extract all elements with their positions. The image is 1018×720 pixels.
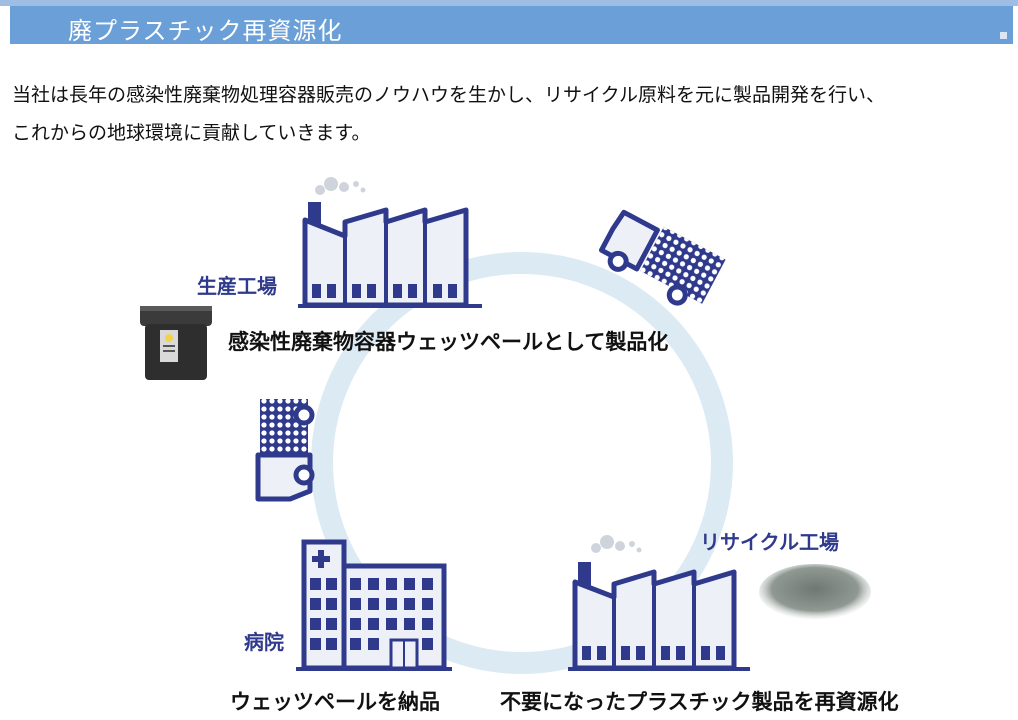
- production-factory-icon: [298, 177, 482, 308]
- waste-container-icon: [140, 306, 212, 380]
- header-corner-mark: [1000, 32, 1007, 39]
- hospital-label: 病院: [244, 630, 284, 654]
- section-header: 廃プラスチック再資源化: [10, 6, 1013, 45]
- intro-line-2: これからの地球環境に貢献していきます。: [12, 122, 371, 144]
- recycle-factory-icon: [568, 535, 750, 671]
- production-factory-label: 生産工場: [197, 274, 277, 298]
- recycle-caption: 不要になったプラスチック製品を再資源化: [500, 690, 899, 714]
- header-top-strip: [0, 0, 1018, 6]
- product-caption: 感染性廃棄物容器ウェッツペールとして製品化: [228, 330, 669, 354]
- section-title: 廃プラスチック再資源化: [68, 17, 343, 45]
- smoke-icon: [315, 177, 366, 195]
- recycled-pellets-image: [759, 564, 871, 620]
- cycle-ring: [311, 252, 733, 674]
- delivery-caption: ウェッツペールを納品: [230, 690, 440, 714]
- intro-line-1: 当社は長年の感染性廃棄物処理容器販売のノウハウを生かし、リサイクル原料を元に製品…: [12, 84, 886, 106]
- medical-cross-icon: [312, 550, 330, 568]
- hospital-icon: [296, 539, 452, 671]
- delivery-truck-icon-left: [255, 399, 315, 502]
- smoke-icon: [591, 535, 642, 553]
- delivery-truck-icon-top: [598, 209, 726, 306]
- recycle-factory-label: リサイクル工場: [700, 530, 839, 554]
- intro-text: 当社は長年の感染性廃棄物処理容器販売のノウハウを生かし、リサイクル原料を元に製品…: [12, 76, 1012, 152]
